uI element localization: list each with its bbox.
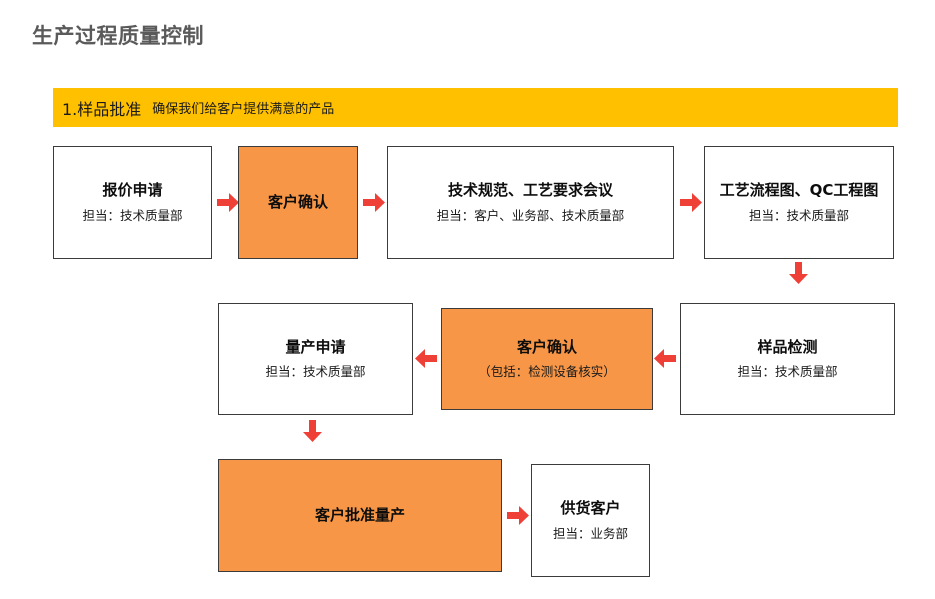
node-quotation-request[interactable]: 报价申请 担当：技术质量部 [53,146,212,259]
node-customer-confirm-1[interactable]: 客户确认 [238,146,358,259]
node-title: 供货客户 [560,499,621,518]
node-title: 报价申请 [102,181,163,200]
node-tech-spec-meeting[interactable]: 技术规范、工艺要求会议 担当：客户、业务部、技术质量部 [387,146,674,259]
node-subtitle: 担当：业务部 [552,525,628,541]
node-subtitle: 担当：技术质量部 [265,364,366,380]
node-customer-approve-mass-production[interactable]: 客户批准量产 [218,459,502,572]
node-title: 量产申请 [285,337,346,356]
node-title: 工艺流程图、QC工程图 [719,181,879,200]
node-subtitle: 担当：技术质量部 [82,207,183,223]
section-banner: 1.样品批准 确保我们给客户提供满意的产品 [53,88,898,127]
section-description: 确保我们给客户提供满意的产品 [152,102,335,117]
section-step-label: 1.样品批准 [62,99,142,119]
node-subtitle: 担当：技术质量部 [737,364,838,380]
node-subtitle: 担当：技术质量部 [748,207,849,223]
node-title: 客户批准量产 [314,505,405,524]
arrow-qc-chart-to-sample [789,262,808,284]
arrow-mass-request-to-approve [303,420,322,442]
arrow-confirm2-to-mass-request [415,349,437,368]
arrow-meeting-to-qc-chart [680,193,702,212]
arrow-approve-to-supply [507,506,529,525]
node-title: 样品检测 [757,337,818,356]
node-subtitle: （包括：检测设备核实） [478,364,616,380]
page-title: 生产过程质量控制 [32,24,204,48]
node-supply-customer[interactable]: 供货客户 担当：业务部 [531,464,650,577]
node-subtitle: 担当：客户、业务部、技术质量部 [436,207,625,223]
node-customer-confirm-2[interactable]: 客户确认 （包括：检测设备核实） [441,308,653,410]
node-sample-inspection[interactable]: 样品检测 担当：技术质量部 [680,303,895,415]
arrow-quotation-to-confirm1 [217,193,239,212]
node-mass-production-request[interactable]: 量产申请 担当：技术质量部 [218,303,413,415]
node-title: 客户确认 [267,192,328,211]
arrow-sample-to-confirm2 [654,349,676,368]
arrow-confirm1-to-meeting [363,193,385,212]
node-title: 客户确认 [516,337,577,356]
node-title: 技术规范、工艺要求会议 [447,181,613,200]
node-process-flow-qc-chart[interactable]: 工艺流程图、QC工程图 担当：技术质量部 [704,146,894,259]
